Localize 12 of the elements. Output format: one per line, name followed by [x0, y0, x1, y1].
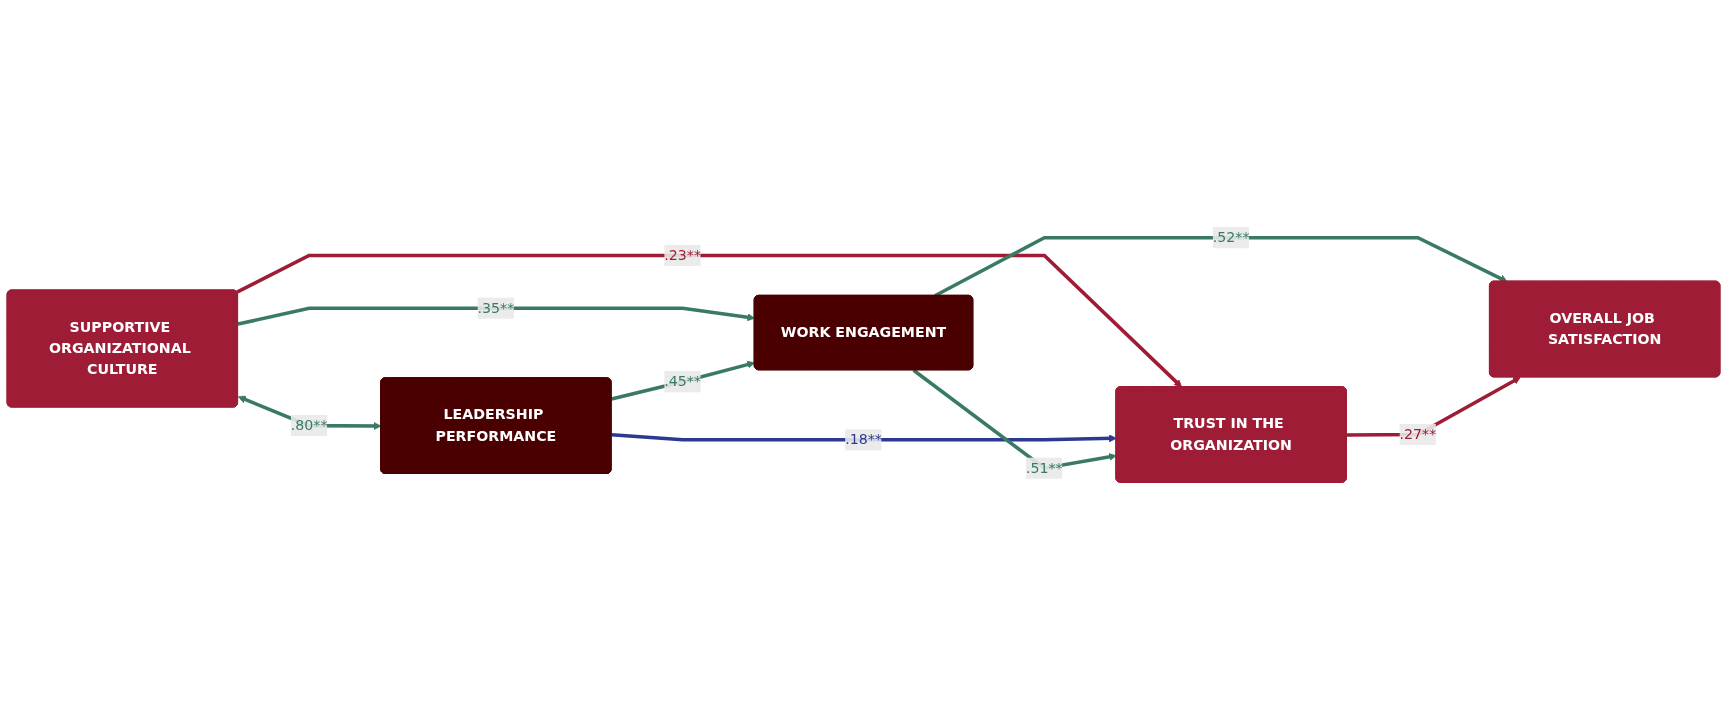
arrow [236, 253, 1182, 388]
edge-label: .51** [1025, 459, 1063, 477]
arrow [611, 433, 1117, 443]
edge-label: .52** [1212, 229, 1250, 246]
arrow [237, 306, 755, 327]
edge-label: .27** [1399, 425, 1437, 443]
edge-label: .23** [664, 246, 702, 264]
edge-label: .35** [477, 299, 515, 317]
edge-label: .80** [290, 417, 328, 434]
edge-label: .18** [845, 431, 882, 449]
arrow [611, 361, 755, 401]
edge-label: .45** [664, 373, 702, 390]
